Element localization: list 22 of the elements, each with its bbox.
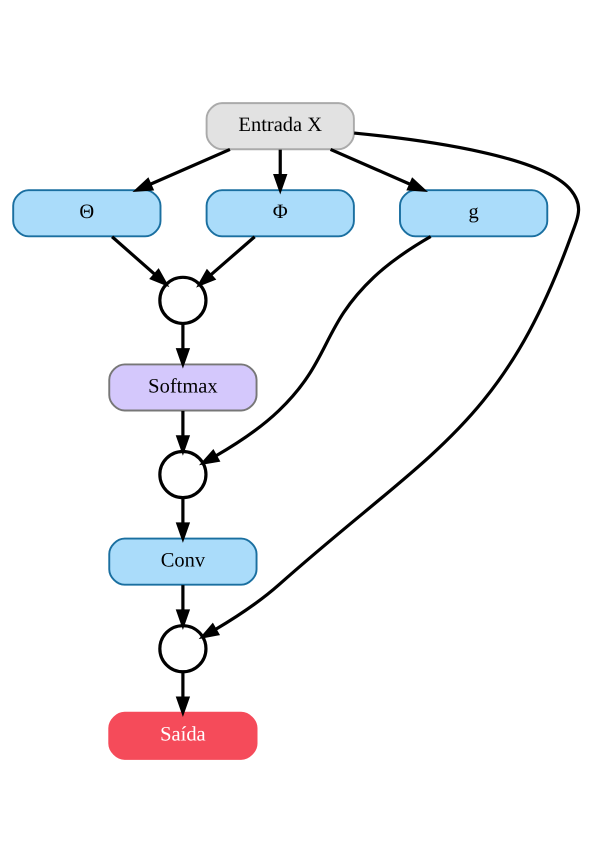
arrow (330, 148, 428, 192)
node-circle (158, 624, 208, 674)
arrow (176, 410, 190, 456)
arrow (176, 498, 190, 543)
arrow (198, 131, 580, 640)
node-circle (158, 276, 208, 326)
arrow (198, 235, 432, 466)
node-box: Θ (12, 189, 162, 238)
arrow (111, 236, 170, 288)
node-box: Conv (108, 538, 258, 586)
node-box: Saída (108, 712, 258, 760)
arrow (176, 672, 190, 718)
node-box: Softmax (108, 363, 258, 412)
node-box: g (399, 189, 548, 238)
arrow (176, 324, 190, 369)
node-box: Entrada X (206, 102, 355, 150)
node-circle (158, 450, 208, 500)
arrow (273, 150, 288, 194)
arrow (196, 236, 256, 288)
arrow (176, 585, 190, 630)
arrow (132, 148, 231, 192)
node-box: Φ (206, 189, 355, 238)
